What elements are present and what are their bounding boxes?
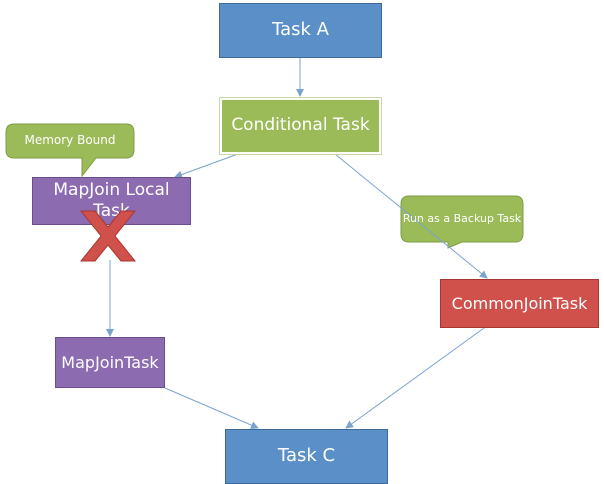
- run-as-backup-text: Run as a Backup Task: [402, 211, 522, 225]
- memory-bound-callout-shape: [5, 123, 135, 178]
- memory-bound-text: Memory Bound: [24, 133, 116, 148]
- task-a-node: Task A: [219, 3, 382, 58]
- task-c-node: Task C: [225, 429, 388, 484]
- edge-conditional-to-common-join: [334, 153, 488, 279]
- edge-mapjoin-to-task-c: [164, 387, 259, 429]
- failure-x-icon: [79, 210, 137, 262]
- mapjoin-task-label: MapJoinTask: [61, 352, 159, 372]
- run-as-backup-callout: Run as a Backup Task: [401, 196, 523, 242]
- task-c-label: Task C: [277, 445, 336, 467]
- common-join-task-label: CommonJoinTask: [451, 293, 588, 313]
- task-a-label: Task A: [272, 19, 329, 41]
- mapjoin-task-node: MapJoinTask: [55, 337, 165, 388]
- edge-common-join-to-task-c: [345, 327, 485, 429]
- edge-conditional-to-mapjoin-local: [174, 153, 239, 179]
- conditional-task-label: Conditional Task: [231, 115, 370, 136]
- mapjoin-local-task-node: MapJoin LocalTask: [32, 177, 191, 225]
- memory-bound-callout: Memory Bound: [6, 124, 134, 158]
- common-join-task-node: CommonJoinTask: [440, 279, 599, 328]
- conditional-task-node: Conditional Task: [219, 97, 382, 155]
- backup-callout-shape: [400, 195, 524, 249]
